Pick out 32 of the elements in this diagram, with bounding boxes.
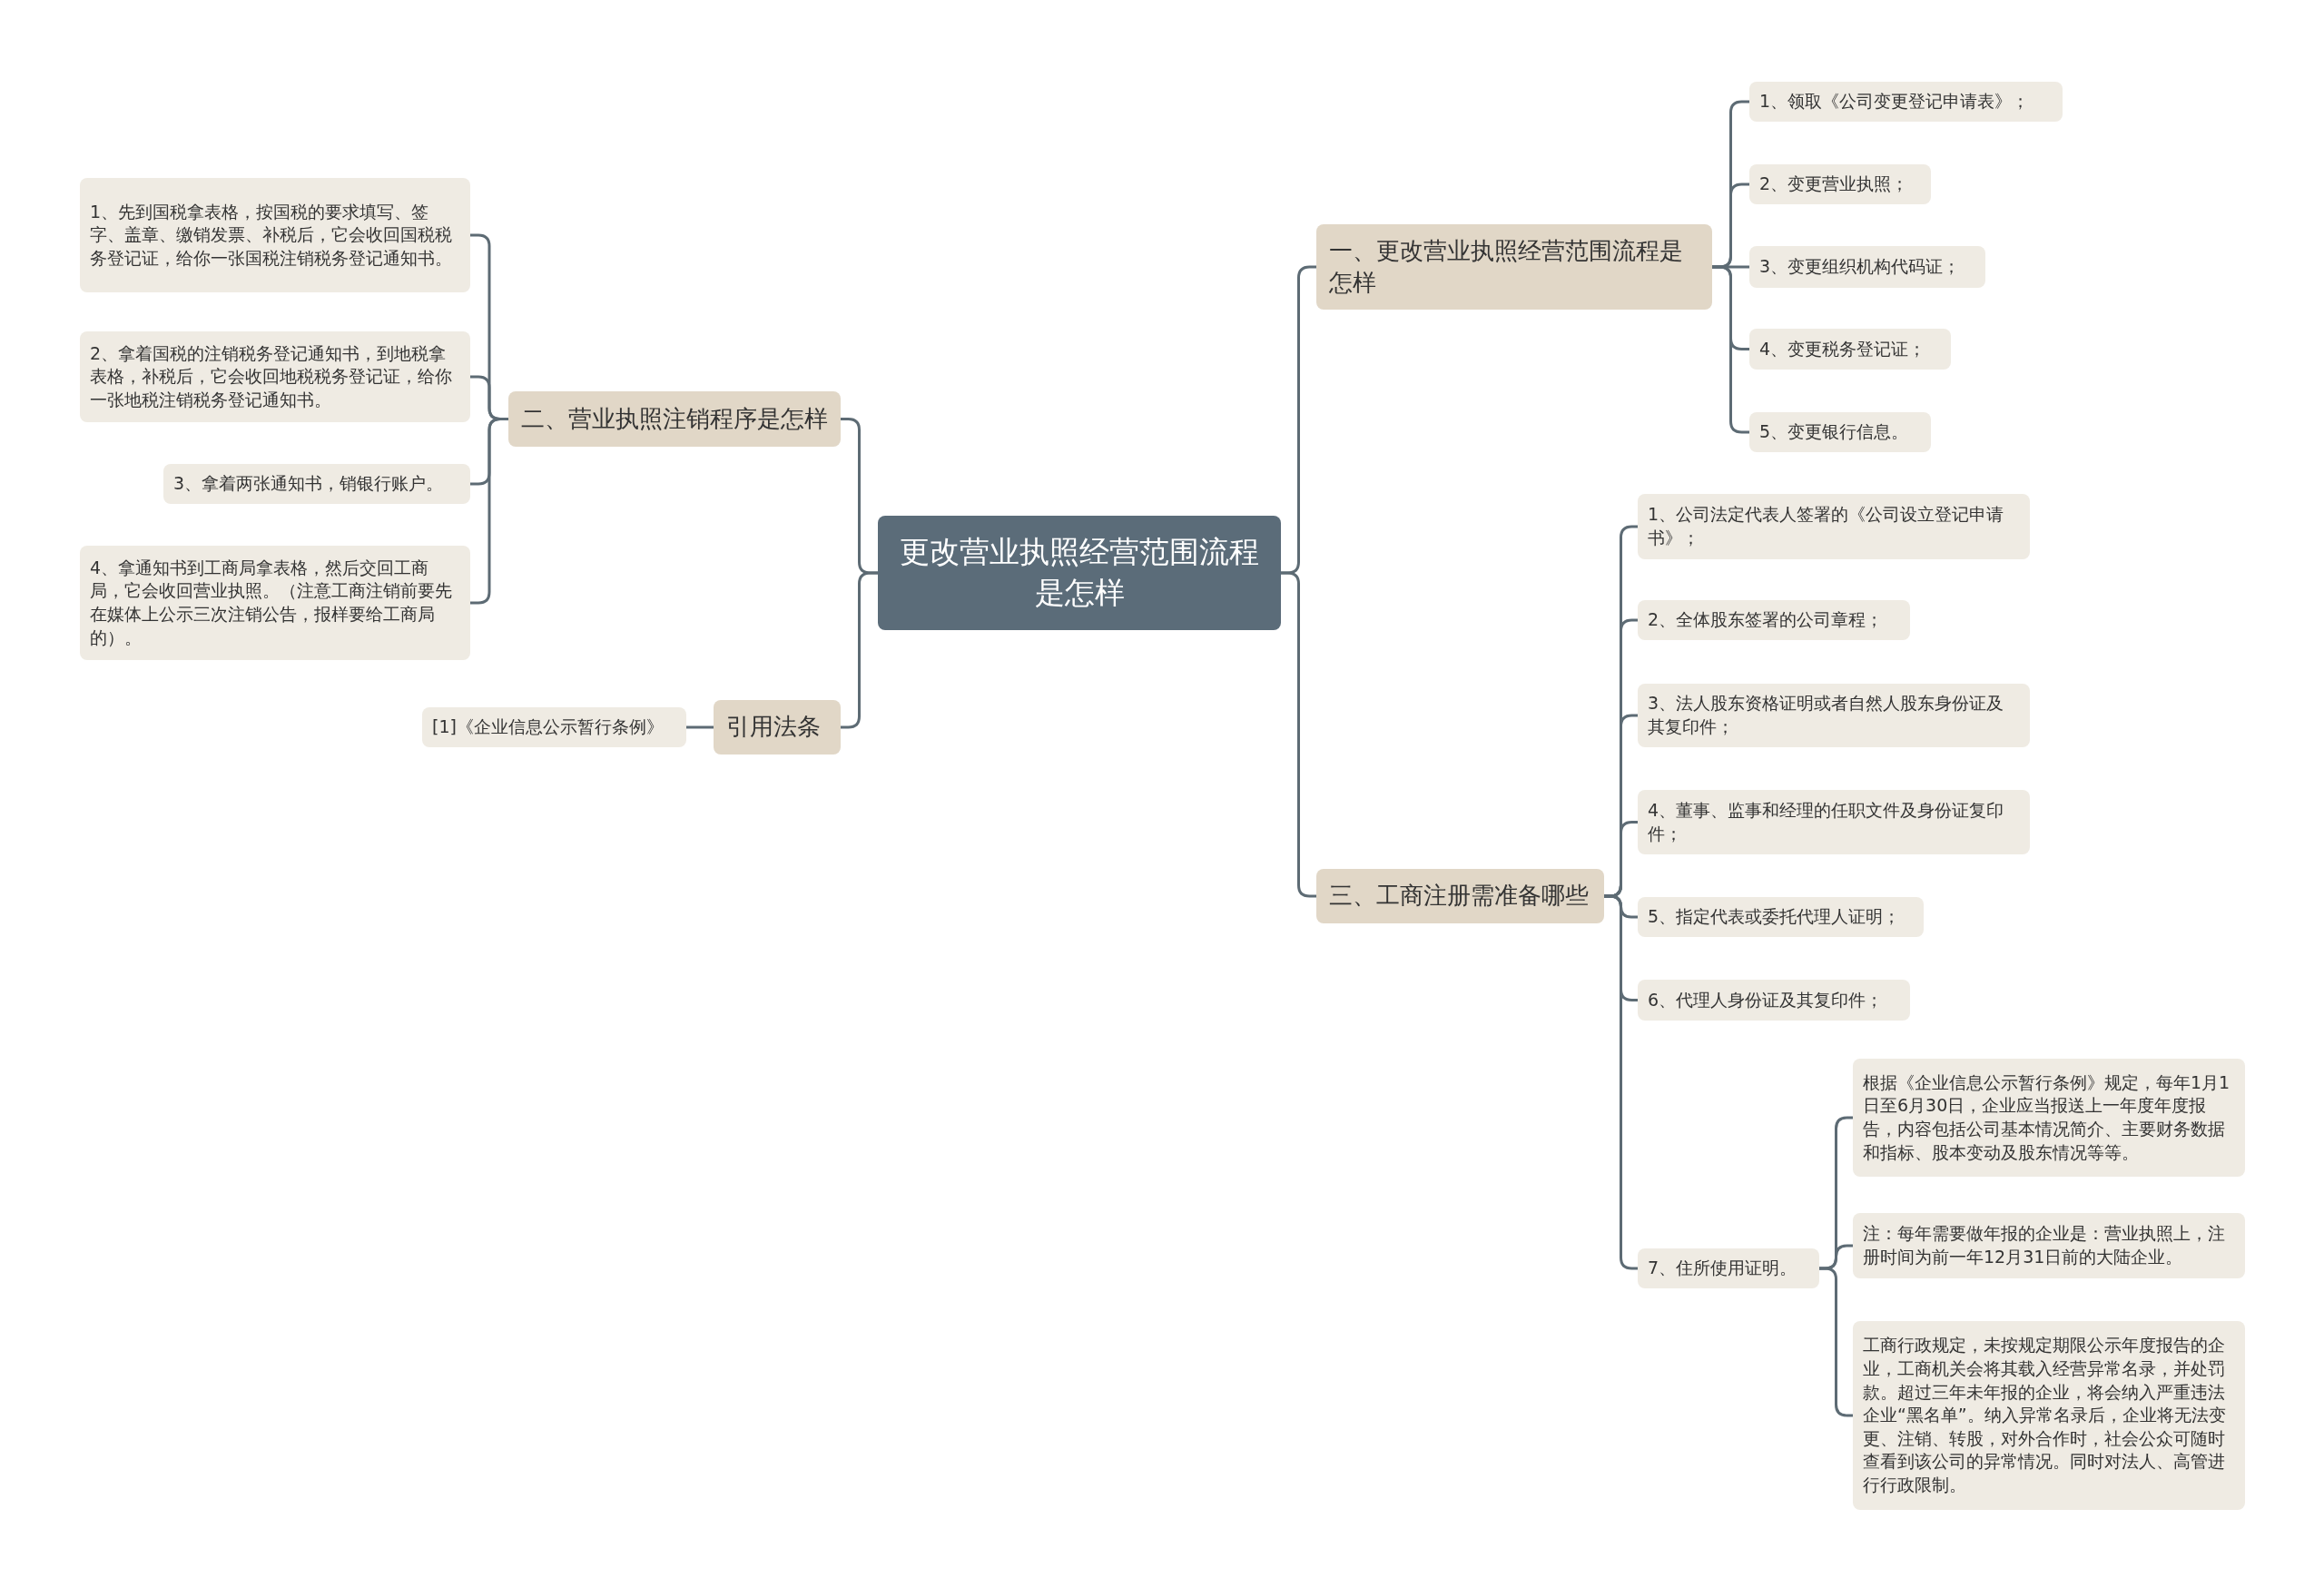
connector-line	[1281, 571, 1316, 898]
item-box: 3、法人股东资格证明或者自然人股东身份证及其复印件；	[1638, 684, 2030, 747]
connector-line	[1819, 1267, 1853, 1417]
item-box: 2、变更营业执照；	[1749, 164, 1931, 204]
item-box: 4、拿通知书到工商局拿表格，然后交回工商局，它会收回营业执照。（注意工商注销前要先在媒体上公示三次注销公告，报样要给工商局的）。	[80, 546, 470, 660]
item-box: 1、公司法定代表人签署的《公司设立登记申请书》；	[1638, 494, 2030, 559]
connector-line	[1712, 265, 1749, 434]
branch-box: 二、营业执照注销程序是怎样	[508, 391, 841, 447]
connector-line	[686, 725, 714, 729]
item-box: 注：每年需要做年报的企业是：营业执照上，注册时间为前一年12月31日前的大陆企业。	[1853, 1213, 2245, 1278]
item-box: 3、拿着两张通知书，销银行账户。	[163, 464, 470, 504]
item-box: 2、拿着国税的注销税务登记通知书，到地税拿表格，补税后，它会收回地税税务登记证，给你一张地税注销税务登记通知书。	[80, 331, 470, 422]
connector-line	[1604, 894, 1638, 1270]
branch-box: 三、工商注册需准备哪些	[1316, 869, 1604, 923]
item-box: 工商行政规定，未按规定期限公示年度报告的企业，工商机关会将其载入经营异常名录，并处罚款。超过三年未年报的企业，将会纳入严重违法企业“黑名单”。纳入异常名录后，企业将无法变更、注销、转股，对外合作时，社会公众可随时查看到该公司的异常情况。同时对法人、高管进行行政限制。	[1853, 1321, 2245, 1510]
item-box: 3、变更组织机构代码证；	[1749, 246, 1985, 288]
item-box: 6、代理人身份证及其复印件；	[1638, 980, 1910, 1021]
item-box: 1、领取《公司变更登记申请表》；	[1749, 82, 2063, 122]
item-box: 5、变更银行信息。	[1749, 412, 1931, 452]
branch-box: 引用法条	[714, 700, 841, 755]
item-box: 5、指定代表或委托代理人证明；	[1638, 897, 1924, 937]
item-box: 2、全体股东签署的公司章程；	[1638, 600, 1910, 640]
topic-box: 更改营业执照经营范围流程是怎样	[878, 516, 1281, 630]
item-box: 4、变更税务登记证；	[1749, 329, 1951, 370]
item-box: 根据《企业信息公示暂行条例》规定，每年1月1日至6月30日，企业应当报送上一年度年度报告，内容包括公司基本情况简介、主要财务数据和指标、股本变动及股东情况等等。	[1853, 1059, 2245, 1177]
connector-line	[470, 418, 508, 605]
branch-box: 一、更改营业执照经营范围流程是怎样	[1316, 224, 1712, 310]
connector-line	[841, 571, 878, 729]
item-box: 1、先到国税拿表格，按国税的要求填写、签字、盖章、缴销发票、补税后，它会收回国税税务登记证，给你一张国税注销税务登记通知书。	[80, 178, 470, 292]
item-box: 7、住所使用证明。	[1638, 1248, 1819, 1288]
item-box: 4、董事、监事和经理的任职文件及身份证复印件；	[1638, 790, 2030, 854]
item-box: [1]《企业信息公示暂行条例》	[422, 707, 686, 747]
